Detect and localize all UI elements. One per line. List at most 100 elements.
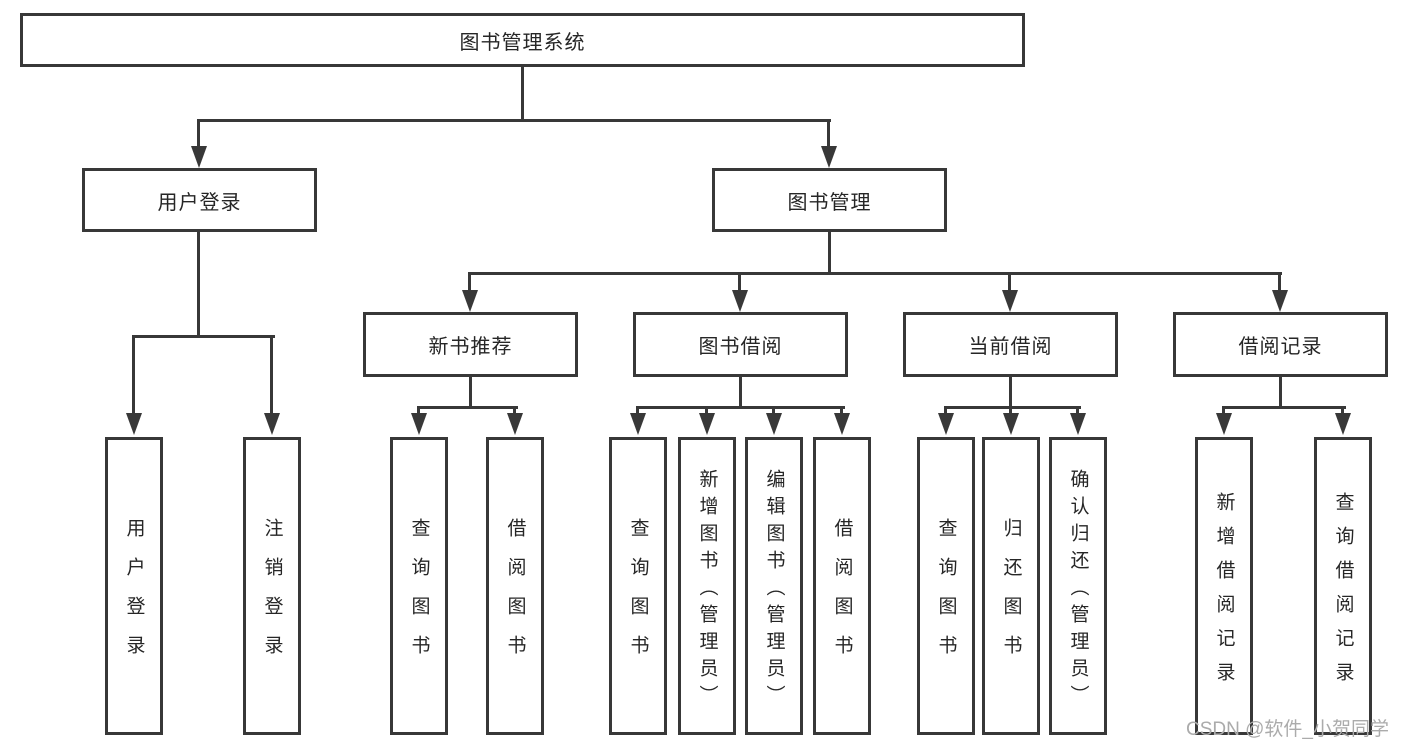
connector-new-book-vline <box>469 377 472 409</box>
leaf-query-books-1: 查询图书 <box>390 437 448 735</box>
connector-book-borrowing-hline <box>636 406 845 409</box>
node-book-borrowing-label: 图书借阅 <box>698 336 783 358</box>
leaf-borrow-books-2-label: 借阅图书 <box>831 518 853 674</box>
leaf-query-books-1-label: 查询图书 <box>408 518 430 674</box>
arrow-to-leaf-query-books-2 <box>629 409 646 435</box>
connector-book-management-vline <box>828 232 831 275</box>
node-book-borrowing: 图书借阅 <box>633 312 848 377</box>
arrow-to-book-management <box>820 122 837 168</box>
arrow-to-leaf-return-books <box>1002 409 1019 435</box>
arrow-to-current-borrowing <box>1001 275 1018 312</box>
arrowhead-icon <box>1271 290 1288 312</box>
node-current-borrowing: 当前借阅 <box>903 312 1118 377</box>
node-user-login-label: 用户登录 <box>157 191 242 214</box>
arrowhead-icon <box>629 413 646 435</box>
node-new-book-recommendation: 新书推荐 <box>363 312 578 377</box>
arrow-stem <box>417 409 420 413</box>
arrow-to-user-login <box>190 122 207 168</box>
node-library-management-system: 图书管理系统 <box>20 13 1025 67</box>
arrow-stem <box>1278 275 1281 290</box>
arrow-to-book-borrowing <box>731 275 748 312</box>
arrowhead-icon <box>698 413 715 435</box>
arrowhead-icon <box>1215 413 1232 435</box>
connector-root-hline <box>197 119 831 122</box>
arrow-stem <box>270 338 273 413</box>
arrow-stem <box>132 338 135 413</box>
leaf-borrow-books-1: 借阅图书 <box>486 437 544 735</box>
leaf-user-login-label: 用户登录 <box>123 518 145 674</box>
arrow-to-leaf-borrow-books-2 <box>833 409 850 435</box>
leaf-borrow-books-2: 借阅图书 <box>813 437 871 735</box>
node-user-login: 用户登录 <box>82 168 317 232</box>
connector-new-book-hline <box>417 406 518 409</box>
connector-borrowing-records-vline <box>1279 375 1282 409</box>
arrowhead-icon <box>1001 290 1018 312</box>
leaf-return-books: 归还图书 <box>982 437 1040 735</box>
leaf-query-borrow-record-label: 查询借阅记录 <box>1332 491 1354 696</box>
connector-book-management-hline <box>468 272 1282 275</box>
arrow-stem <box>827 122 830 146</box>
arrow-stem <box>840 409 843 413</box>
connector-user-login-vline <box>197 232 200 338</box>
arrowhead-icon <box>190 146 207 168</box>
leaf-borrow-books-1-label: 借阅图书 <box>504 518 526 674</box>
arrow-stem <box>772 409 775 413</box>
leaf-add-borrow-record-label: 新增借阅记录 <box>1213 491 1235 696</box>
arrow-to-leaf-logout <box>263 338 280 435</box>
arrow-stem <box>944 409 947 413</box>
connector-borrowing-records-hline <box>1222 406 1346 409</box>
leaf-edit-books-admin-label: 编辑图书（管理员） <box>763 468 785 712</box>
arrow-stem <box>636 409 639 413</box>
node-borrowing-records: 借阅记录 <box>1173 312 1388 377</box>
leaf-query-books-3-label: 查询图书 <box>935 518 957 674</box>
leaf-query-borrow-record: 查询借阅记录 <box>1314 437 1372 735</box>
arrow-stem <box>197 122 200 146</box>
arrow-stem <box>705 409 708 413</box>
connector-root-vline <box>521 65 524 121</box>
connector-book-borrowing-vline <box>739 377 742 409</box>
arrowhead-icon <box>263 413 280 435</box>
arrowhead-icon <box>506 413 523 435</box>
connector-current-borrowing-vline <box>1009 377 1012 409</box>
arrow-to-leaf-edit-books <box>765 409 782 435</box>
arrow-stem <box>1008 275 1011 290</box>
leaf-logout-label: 注销登录 <box>261 518 283 674</box>
arrow-stem <box>513 409 516 413</box>
leaf-add-books-admin: 新增图书（管理员） <box>678 437 736 735</box>
arrow-stem <box>1009 409 1012 413</box>
leaf-user-login: 用户登录 <box>105 437 163 735</box>
leaf-query-books-3: 查询图书 <box>917 437 975 735</box>
arrow-to-leaf-confirm-return <box>1069 409 1086 435</box>
arrow-to-leaf-query-books-1 <box>410 409 427 435</box>
arrowhead-icon <box>1334 413 1351 435</box>
leaf-confirm-return-admin: 确认归还（管理员） <box>1049 437 1107 735</box>
node-borrowing-records-label: 借阅记录 <box>1238 336 1323 358</box>
leaf-query-books-2-label: 查询图书 <box>627 518 649 674</box>
node-book-management: 图书管理 <box>712 168 947 232</box>
leaf-logout: 注销登录 <box>243 437 301 735</box>
arrowhead-icon <box>410 413 427 435</box>
arrow-to-leaf-add-books <box>698 409 715 435</box>
arrowhead-icon <box>765 413 782 435</box>
arrowhead-icon <box>820 146 837 168</box>
node-new-book-recommendation-label: 新书推荐 <box>428 336 513 358</box>
arrow-stem <box>468 275 471 290</box>
arrow-to-borrowing-records <box>1271 275 1288 312</box>
arrow-to-leaf-borrow-books-1 <box>506 409 523 435</box>
arrow-to-leaf-add-borrow-record <box>1215 409 1232 435</box>
leaf-edit-books-admin: 编辑图书（管理员） <box>745 437 803 735</box>
arrow-to-new-book-recommendation <box>461 275 478 312</box>
arrow-to-leaf-query-borrow-record <box>1334 409 1351 435</box>
arrow-stem <box>738 275 741 290</box>
leaf-add-borrow-record: 新增借阅记录 <box>1195 437 1253 735</box>
leaf-add-books-admin-label: 新增图书（管理员） <box>696 468 718 712</box>
node-book-management-label: 图书管理 <box>787 191 872 214</box>
arrow-to-leaf-user-login <box>125 338 142 435</box>
arrowhead-icon <box>731 290 748 312</box>
arrow-stem <box>1341 409 1344 413</box>
node-current-borrowing-label: 当前借阅 <box>968 336 1053 358</box>
leaf-return-books-label: 归还图书 <box>1000 518 1022 674</box>
node-library-management-system-label: 图书管理系统 <box>459 31 586 54</box>
arrow-to-leaf-query-books-3 <box>937 409 954 435</box>
